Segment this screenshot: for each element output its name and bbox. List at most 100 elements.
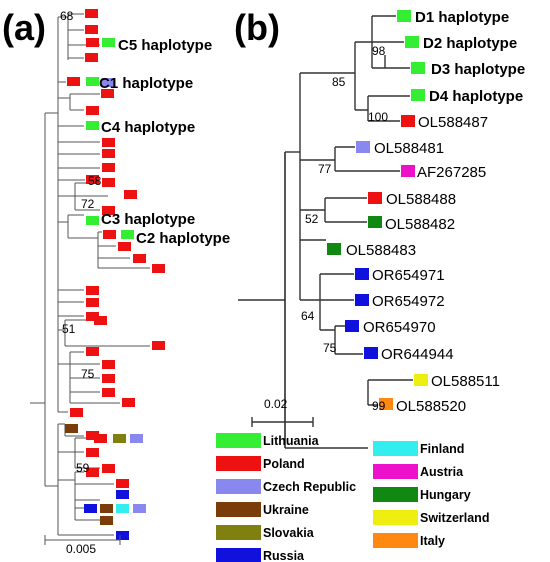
panel-b-bootstrap: 98 <box>372 44 386 58</box>
country-marker <box>102 206 115 215</box>
accession-label: OR654970 <box>363 319 436 336</box>
panel-b-bootstrap: 75 <box>323 341 337 355</box>
country-marker <box>345 320 359 332</box>
legend-swatch <box>216 502 261 517</box>
country-marker <box>327 243 341 255</box>
panel-b-bootstrap: 64 <box>301 309 315 323</box>
legend-label: Switzerland <box>420 511 489 525</box>
country-marker <box>116 479 129 488</box>
legend-label: Czech Republic <box>263 480 356 494</box>
accession-label: OL588511 <box>431 373 500 390</box>
country-marker <box>102 374 115 383</box>
country-marker <box>355 294 369 306</box>
country-marker <box>364 347 378 359</box>
country-marker <box>86 77 99 86</box>
accession-label: OL588481 <box>374 140 444 157</box>
country-marker <box>411 62 425 74</box>
country-marker <box>86 216 99 225</box>
country-marker <box>152 264 165 273</box>
country-marker <box>124 190 137 199</box>
c2-haplotype-label: C2 haplotype <box>136 230 230 247</box>
legend-swatch <box>373 441 418 456</box>
c3-haplotype-label: C3 haplotype <box>101 211 195 228</box>
legend-label: Finland <box>420 442 464 456</box>
panel-a-bootstrap: 58 <box>88 174 102 188</box>
country-marker <box>401 115 415 127</box>
legend-label: Hungary <box>420 488 471 502</box>
panel-b-tree <box>238 15 413 449</box>
panel-a-tree <box>30 13 150 536</box>
panel-a-scale-label: 0.005 <box>66 542 96 556</box>
panel-b-bootstrap: 85 <box>332 75 346 89</box>
accession-label: OR644944 <box>381 346 454 363</box>
country-marker <box>102 149 115 158</box>
legend-label: Lithuania <box>263 434 320 448</box>
country-marker <box>405 36 419 48</box>
country-marker <box>122 398 135 407</box>
panel-b-markers <box>327 10 428 410</box>
country-marker <box>379 398 393 410</box>
country-marker <box>86 448 99 457</box>
panel-a-bootstrap: 72 <box>81 197 95 211</box>
accession-label: OR654971 <box>372 267 445 284</box>
country-marker <box>102 360 115 369</box>
country-marker <box>100 516 113 525</box>
legend-label: Italy <box>420 534 445 548</box>
country-marker <box>102 163 115 172</box>
country-marker <box>84 504 97 513</box>
country-marker <box>86 431 99 440</box>
country-marker <box>133 254 146 263</box>
d4-haplotype-label: D4 haplotype <box>429 88 523 105</box>
country-marker <box>118 242 131 251</box>
country-marker <box>152 341 165 350</box>
c5-haplotype-label: C5 haplotype <box>118 37 212 54</box>
panel-b-scale-label: 0.02 <box>264 397 288 411</box>
country-marker <box>86 121 99 130</box>
legend-label: Ukraine <box>263 503 309 517</box>
legend-label: Russia <box>263 549 305 562</box>
country-marker <box>116 531 129 540</box>
legend-label: Austria <box>420 465 464 479</box>
panel-a-scale-bar <box>44 535 121 545</box>
country-marker <box>355 268 369 280</box>
accession-label: OL588520 <box>396 398 466 415</box>
panel-a-label: (a) <box>2 7 46 48</box>
panel-b: (b) <box>234 7 525 449</box>
country-marker <box>70 408 83 417</box>
country-marker <box>401 165 415 177</box>
country-marker <box>67 77 80 86</box>
accession-label: OL588483 <box>346 242 416 259</box>
panel-b-bootstrap: 100 <box>368 110 388 124</box>
panel-b-bootstrap: 77 <box>318 162 332 176</box>
country-marker <box>102 138 115 147</box>
country-marker <box>130 434 143 443</box>
country-marker <box>86 106 99 115</box>
country-marker <box>414 374 428 386</box>
c4-haplotype-label: C4 haplotype <box>101 119 195 136</box>
panel-a-bootstrap: 75 <box>81 367 95 381</box>
legend-swatch <box>216 433 261 448</box>
legend-swatch <box>216 479 261 494</box>
country-marker <box>113 434 126 443</box>
country-marker <box>85 53 98 62</box>
country-marker <box>100 504 113 513</box>
country-marker <box>86 38 99 47</box>
d3-haplotype-label: D3 haplotype <box>431 61 525 78</box>
panel-a-markers <box>65 9 165 540</box>
country-marker <box>85 25 98 34</box>
country-marker <box>397 10 411 22</box>
country-marker <box>94 316 107 325</box>
panel-b-scale-bar <box>251 417 314 427</box>
panel-b-bootstrap: 99 <box>372 399 386 413</box>
legend-swatch <box>373 533 418 548</box>
country-marker <box>94 434 107 443</box>
country-marker <box>102 78 115 87</box>
panel-b-bootstrap: 52 <box>305 212 319 226</box>
c1-haplotype-label: C1 haplotype <box>99 75 193 92</box>
country-marker <box>116 490 129 499</box>
country-marker <box>65 424 78 433</box>
panel-a-bootstrap: 59 <box>76 461 90 475</box>
accession-label: OL588488 <box>386 191 456 208</box>
panel-a-bootstrap: 51 <box>62 322 76 336</box>
